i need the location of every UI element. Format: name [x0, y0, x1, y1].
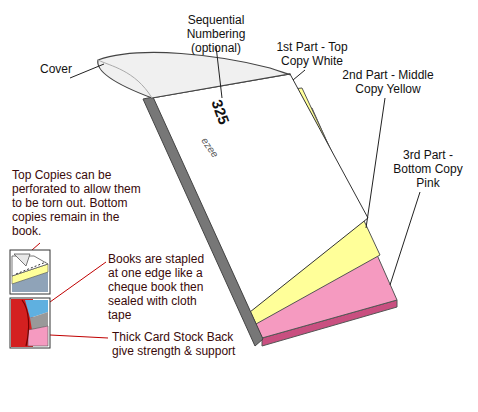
callout-note: Books are stapled at one edge like a che… — [108, 252, 210, 322]
callout-note: Top Copies can be perforated to allow th… — [12, 168, 148, 238]
part-label: 3rd Part - Bottom Copy Pink — [386, 148, 470, 190]
part-label: 2nd Part - Middle Copy Yellow — [338, 68, 438, 96]
callout-note: Thick Card Stock Back give strength & su… — [112, 330, 240, 358]
cover-sheet — [98, 52, 291, 98]
part-label: Sequential Numbering (optional) — [165, 13, 267, 55]
binding-inset — [10, 298, 50, 348]
cover-curl — [98, 60, 152, 98]
binding-tape — [143, 97, 263, 346]
perforation-inset — [10, 250, 50, 294]
part-label: Cover — [40, 62, 100, 76]
part-label: 1st Part - Top Copy White — [262, 40, 362, 68]
